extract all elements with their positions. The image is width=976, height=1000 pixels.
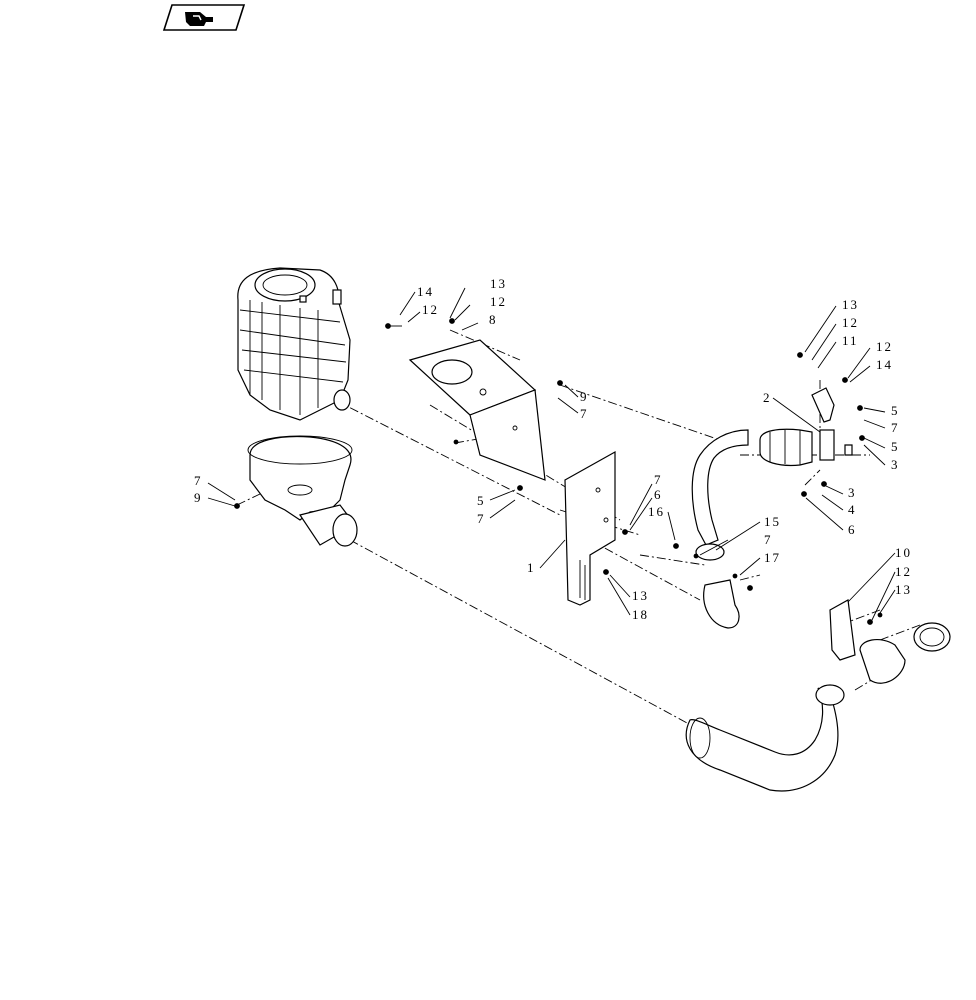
callout-label: 7	[764, 532, 773, 547]
callout-label: 6	[654, 487, 663, 502]
callout-label: 13	[895, 582, 912, 597]
callout-label: 14	[417, 284, 434, 299]
callout-label: 14	[876, 357, 893, 372]
lower-outlet-housing	[247, 435, 358, 547]
callout-label: 5	[477, 493, 486, 508]
callout-label: 12	[490, 294, 507, 309]
callout-label: 13	[632, 588, 649, 603]
callout-label: 13	[490, 276, 507, 291]
callout-label: 10	[895, 545, 912, 560]
support-bracket	[564, 450, 616, 606]
callout-label: 3	[848, 485, 857, 500]
callout-label: 7	[580, 406, 589, 421]
callout-label: 9	[194, 490, 203, 505]
callout-label: 8	[489, 312, 498, 327]
callout-label: 7	[477, 511, 486, 526]
clamp-bracket	[829, 599, 951, 684]
callout-label: 16	[648, 504, 665, 519]
callout-label: 7	[654, 472, 663, 487]
callout-label: 1	[527, 560, 536, 575]
callout-label: 7	[194, 473, 203, 488]
navigation-badge[interactable]	[162, 4, 246, 31]
callout-label: 13	[842, 297, 859, 312]
callout-label: 12	[876, 339, 893, 354]
callout-label: 11	[842, 333, 859, 348]
callout-label: 6	[848, 522, 857, 537]
callout-label: 4	[848, 502, 857, 517]
air-cleaner-housing	[237, 267, 351, 421]
callout-label: 7	[891, 420, 900, 435]
callout-label: 9	[580, 389, 589, 404]
hand-pointer-icon	[185, 12, 213, 26]
callout-label: 12	[895, 564, 912, 579]
callout-label: 17	[764, 550, 781, 565]
callout-label: 2	[763, 390, 772, 405]
callout-labels: 14 12 13 12 8 9 7 7 9 5 7 7 6 16 15 7 17…	[194, 276, 912, 622]
callout-label: 12	[842, 315, 859, 330]
precleaner-valve	[759, 387, 853, 467]
hardware-items	[234, 318, 883, 625]
callout-label: 12	[422, 302, 439, 317]
callout-label: 5	[891, 439, 900, 454]
callout-label: 18	[632, 607, 649, 622]
intake-tube	[691, 429, 749, 629]
callout-label: 15	[764, 514, 781, 529]
mounting-plate	[408, 339, 546, 481]
leader-lines	[207, 287, 896, 621]
callout-label: 5	[891, 403, 900, 418]
callout-label: 3	[891, 457, 900, 472]
outlet-hose	[685, 684, 845, 792]
